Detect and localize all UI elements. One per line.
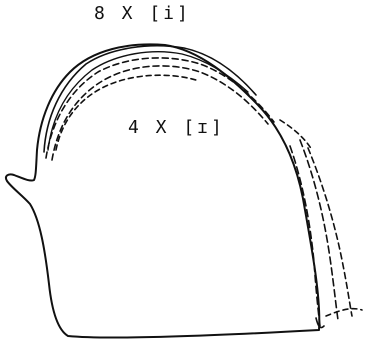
pharynx-contour-2: [300, 140, 338, 320]
label-vowel-i: 8 X [i]: [94, 3, 191, 24]
tongue-contour-i-3: [56, 75, 196, 150]
label-vowel-lax-i: 4 X [ɪ]: [128, 117, 225, 138]
pharynx-contour-4: [326, 309, 362, 316]
pharynx-contour-1: [290, 146, 320, 326]
vocal-tract-outline: [6, 44, 319, 337]
pharynx-contour-3: [308, 148, 352, 316]
tongue-contour-i-2: [52, 66, 268, 160]
tongue-contour-i-1: [46, 58, 274, 158]
